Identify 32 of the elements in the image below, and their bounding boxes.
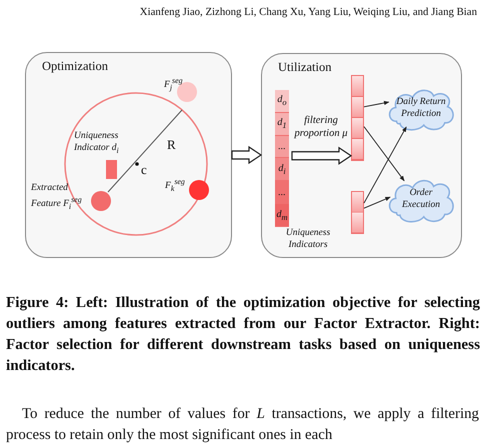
arrow [231, 146, 262, 164]
author-line: Xianfeng Jiao, Zizhong Li, Chang Xu, Yang Liu, Weiqing Liu, and Jiang Bian [138, 6, 477, 18]
radius-label: R [167, 137, 177, 153]
indicator-cell: d$_{i}$ [275, 158, 289, 182]
indicator-cell: d$_{o}$ [275, 90, 289, 113]
arrow [364, 100, 390, 108]
selected-factor-bar [351, 75, 364, 161]
task-label: Order Execution [401, 188, 441, 212]
indicator-cell: ... [275, 181, 289, 204]
column-caption: Uniqueness Indicators [284, 228, 332, 252]
center-label: c [141, 162, 148, 178]
panel-title: Optimization [42, 59, 108, 74]
panel-background [25, 52, 232, 258]
indicator-bar [106, 160, 117, 179]
indicator-cell: ... [275, 136, 289, 158]
indicator-cell: d$_{1}$ [275, 112, 289, 136]
panel-background [261, 53, 462, 258]
arrow [364, 196, 391, 209]
arrow [291, 146, 352, 165]
panel-title: Utilization [278, 60, 332, 75]
feature-dot [91, 191, 111, 211]
selected-factor-bar [351, 191, 364, 234]
indicator-column [275, 90, 289, 227]
feature-label: Uniqueness Indicator d$_{i}$ [74, 131, 120, 156]
body-paragraph: To reduce the number of values for L transactions, we apply a filtering process to retain only the most significant ones in each [6, 405, 479, 445]
arrow [364, 126, 407, 204]
feature-dot [189, 180, 209, 200]
edge-label: filtering proportion μ [292, 115, 350, 140]
task-label: Daily Return Prediction [395, 97, 447, 121]
arrow [364, 126, 405, 182]
indicator-cell: d$_{m}$ [275, 204, 289, 227]
figure-caption: Figure 4: Left: Illustration of the optimization objective for selecting outliers among features extracted from our Factor Extractor. Right: Factor selection for different downstream tasks based on uniqueness indicators. [6, 293, 480, 376]
